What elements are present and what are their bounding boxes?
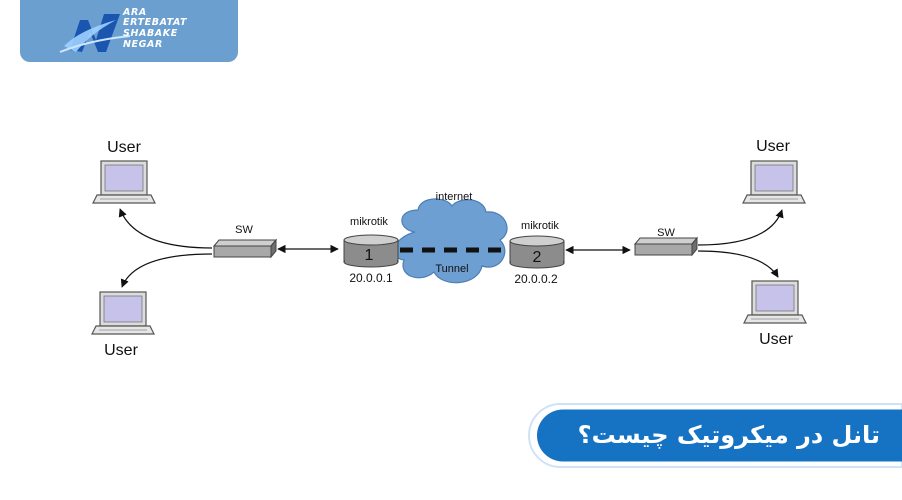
switch-icon — [634, 237, 698, 256]
switch-left-label: SW — [235, 224, 253, 236]
user-laptop-icon — [743, 280, 807, 324]
router-2-icon — [509, 235, 565, 269]
tunnel-label: Tunnel — [435, 263, 468, 275]
title-banner — [527, 403, 902, 468]
router-1-ip: 20.0.0.1 — [349, 271, 393, 285]
logo-line-2: ERTEBATAT — [123, 17, 188, 28]
link-user2-switch — [120, 253, 213, 288]
router-2-ip: 20.0.0.2 — [514, 272, 558, 286]
page-title: تانل در میکروتیک چیست؟ — [577, 421, 880, 449]
switch-icon — [213, 239, 277, 258]
link-user1-switch — [118, 208, 213, 249]
logo-line-3: SHABAKE — [123, 28, 178, 39]
router-2-number: 2 — [533, 249, 542, 266]
logo: ARA ERTEBATAT SHABAKE NEGAR — [20, 0, 238, 62]
logo-line-4: NEGAR — [123, 39, 163, 50]
switch-right-label: SW — [657, 227, 675, 239]
logo-line-1: ARA — [123, 7, 147, 18]
user-label: User — [759, 331, 793, 348]
user-laptop-icon — [742, 160, 806, 204]
user-laptop-icon — [92, 160, 156, 204]
link-user4-switch — [697, 250, 779, 278]
internet-cloud-icon — [393, 198, 508, 284]
router-1-label: mikrotik — [350, 216, 388, 228]
router-1-icon — [343, 234, 399, 268]
user-label: User — [756, 138, 790, 155]
logo-mark-icon — [59, 14, 131, 53]
link-user3-switch — [697, 209, 784, 246]
user-label: User — [107, 139, 141, 156]
router-1-number: 1 — [365, 247, 374, 264]
router-2-label: mikrotik — [521, 220, 559, 232]
user-laptop-icon — [91, 291, 155, 335]
internet-label: internet — [436, 191, 473, 203]
user-label: User — [104, 342, 138, 359]
